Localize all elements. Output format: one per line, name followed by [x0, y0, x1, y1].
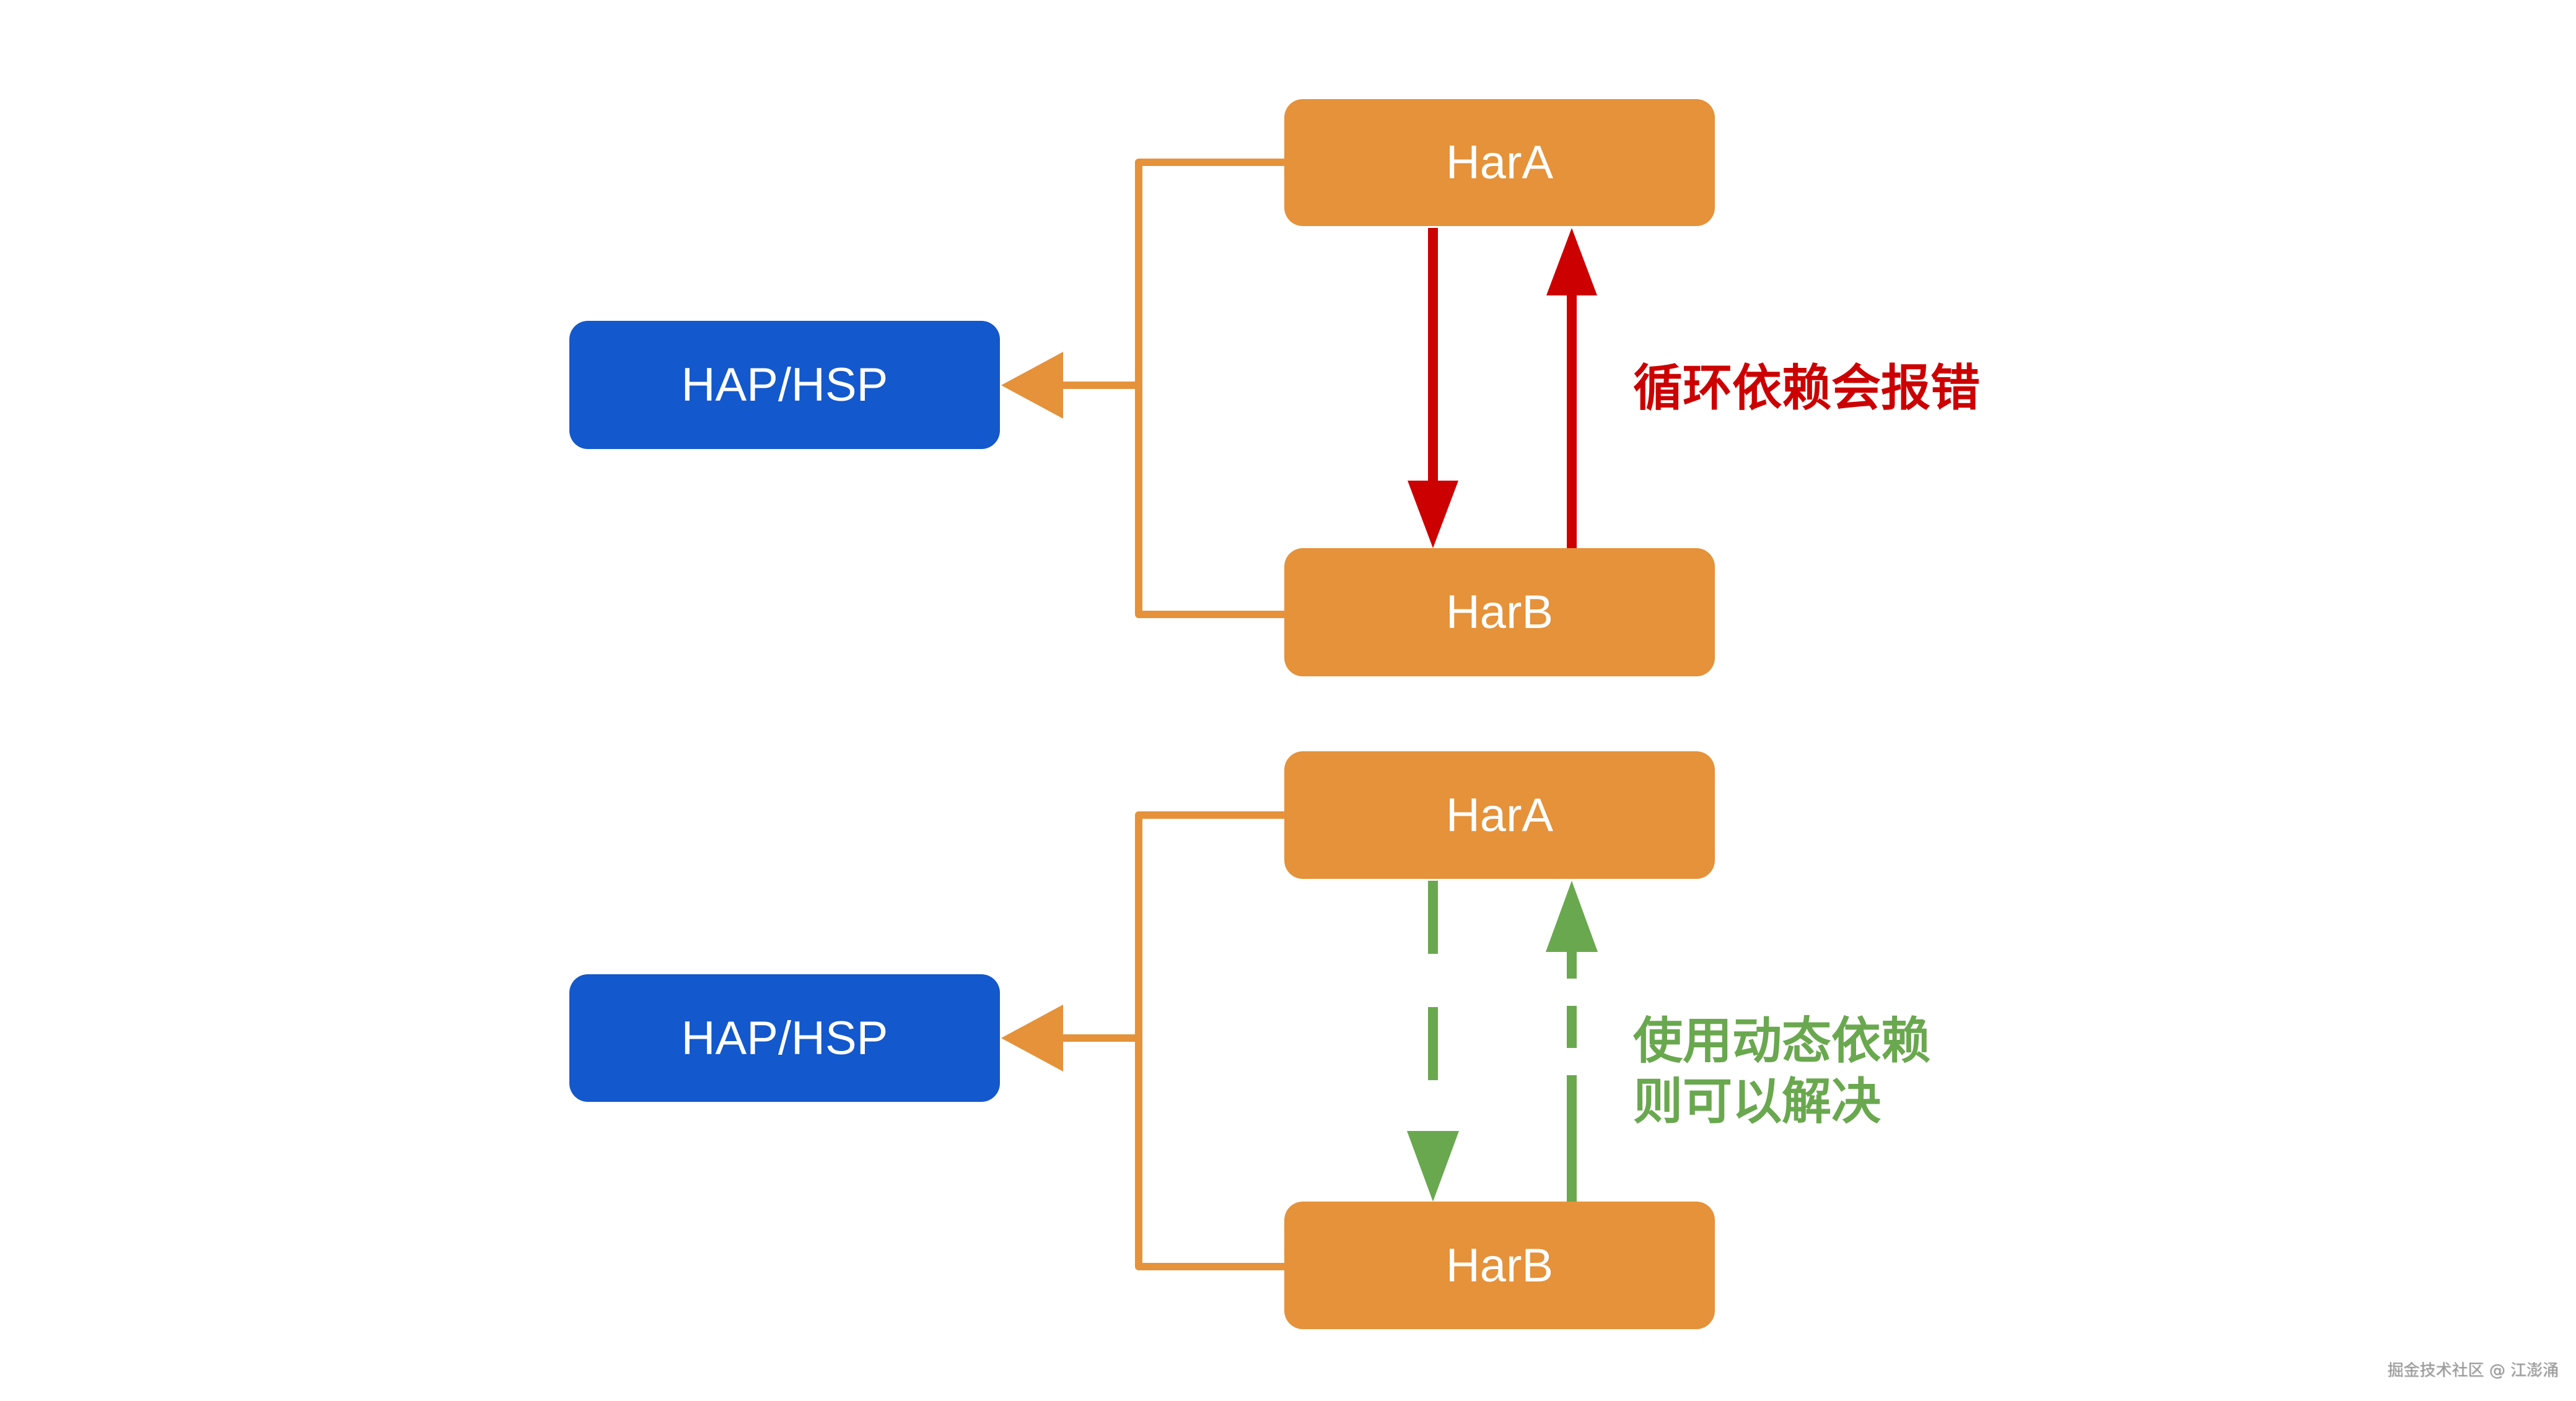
top-red-arrowhead-up [1546, 228, 1597, 295]
bottom-bracket-connector [1001, 811, 1284, 1270]
watermark: 掘金技术社区 @ 江澎涌 [2387, 1361, 2559, 1380]
bottom-har-a-node[interactable]: HarA [1284, 751, 1715, 879]
top-har-a-node[interactable]: HarA [1284, 99, 1715, 226]
top-har-b-node[interactable]: HarB [1284, 548, 1715, 676]
bottom-arrowhead-to-hap [1001, 1005, 1063, 1071]
bottom-hap-hsp-label: HAP/HSP [681, 1011, 888, 1065]
bottom-green-arrowhead-down [1407, 1131, 1459, 1202]
dash-gap-mask [1561, 1048, 1582, 1075]
dynamic-dependency-annotation: 使用动态依赖 则可以解决 [1633, 1011, 1930, 1132]
circular-dependency-error-annotation: 循环依赖会报错 [1633, 359, 1980, 417]
bottom-har-b-node[interactable]: HarB [1284, 1202, 1715, 1329]
top-har-a-label: HarA [1445, 136, 1554, 189]
bottom-dynamic-arrows [1407, 881, 1598, 1202]
top-bracket-line [1135, 159, 1284, 618]
bottom-har-b-label: HarB [1445, 1239, 1554, 1292]
top-circular-arrows [1408, 228, 1597, 548]
top-hap-hsp-node[interactable]: HAP/HSP [569, 321, 1000, 449]
top-har-b-label: HarB [1445, 586, 1554, 639]
dynamic-dependency-annotation-line1: 使用动态依赖 [1633, 1012, 1930, 1070]
top-bracket-connector [1001, 159, 1284, 618]
bottom-hap-hsp-node[interactable]: HAP/HSP [569, 974, 1000, 1102]
bottom-green-arrowhead-up [1546, 881, 1598, 952]
dash-gap-mask [1561, 979, 1582, 1006]
bottom-bracket-line [1135, 811, 1284, 1270]
top-red-arrowhead-down [1408, 481, 1458, 548]
bottom-har-a-label: HarA [1445, 788, 1554, 842]
dynamic-dependency-annotation-line2: 则可以解决 [1633, 1073, 1881, 1130]
top-hap-hsp-label: HAP/HSP [681, 359, 888, 411]
top-arrowhead-to-hap [1001, 352, 1063, 419]
